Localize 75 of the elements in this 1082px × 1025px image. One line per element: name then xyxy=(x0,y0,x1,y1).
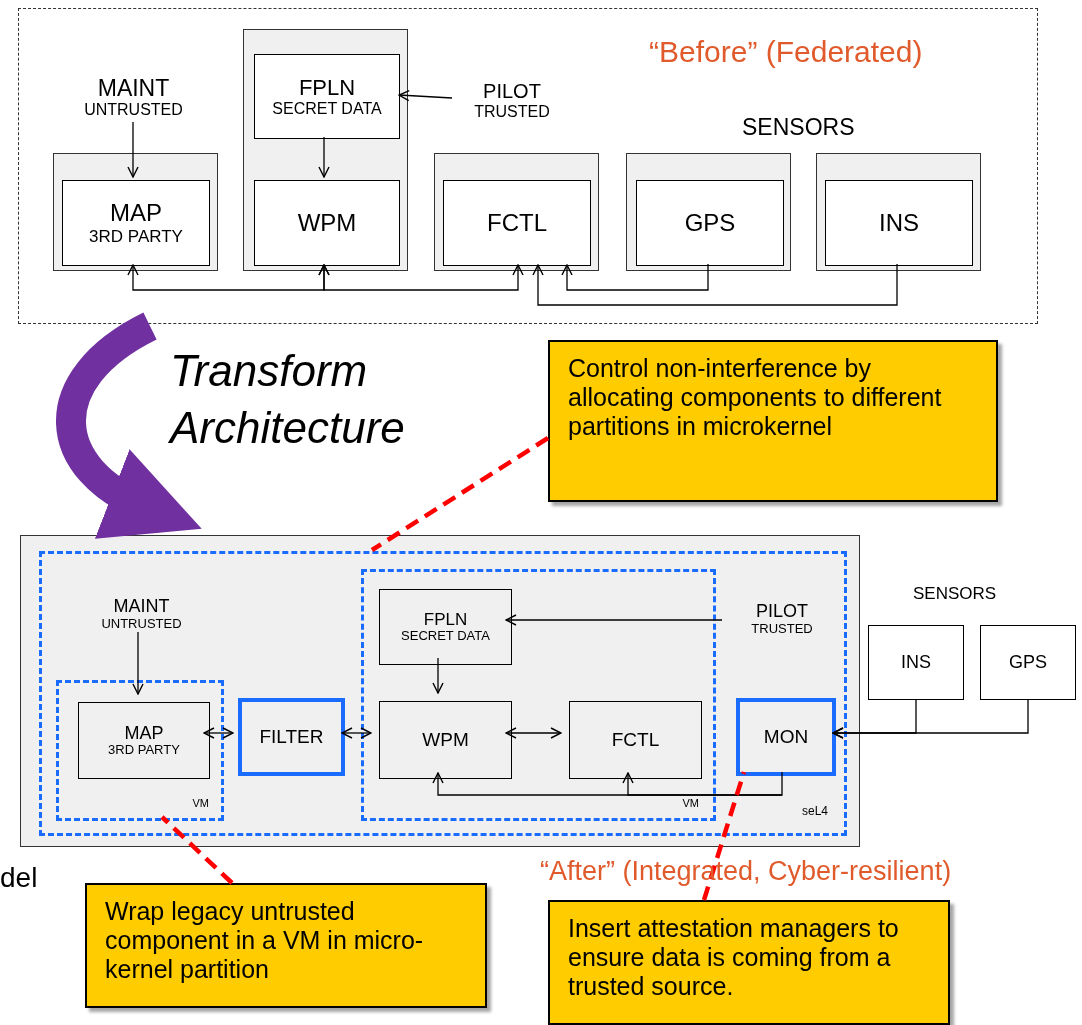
component-box xyxy=(78,702,210,779)
callout-box xyxy=(85,883,487,1008)
component-box xyxy=(569,701,702,779)
arrow xyxy=(622,772,783,796)
role-label: PILOT xyxy=(483,80,541,104)
callout-box xyxy=(548,900,950,1025)
component-label: INS xyxy=(901,652,931,673)
partition-label: VM xyxy=(682,797,699,810)
component-box xyxy=(254,54,400,139)
partition-label: VM xyxy=(192,797,209,810)
callout-text: Control non-interference by allocating components to different partitions in microkernel xyxy=(568,354,943,441)
component-label: 3RD PARTY xyxy=(89,227,183,247)
component-label: FCTL xyxy=(611,729,660,751)
callout-text: Wrap legacy untrusted component in a VM in micro-kernel partition xyxy=(105,897,425,984)
component-box xyxy=(736,698,836,776)
arrow xyxy=(432,657,444,694)
component-box xyxy=(980,625,1076,700)
component-label: FPLN xyxy=(298,74,356,100)
role-label: UNTRUSTED xyxy=(84,101,183,120)
component-box xyxy=(868,625,964,700)
annotation-text: del xyxy=(0,862,38,894)
leader-line xyxy=(160,815,234,885)
role-label: PILOT xyxy=(756,601,808,622)
component-label: FILTER xyxy=(259,726,324,748)
component-box xyxy=(443,180,591,266)
component-label: FPLN xyxy=(423,609,468,630)
edge-label: Transform Architecture xyxy=(170,345,406,455)
component-box xyxy=(62,180,210,266)
callout-text: Insert attestation managers to ensure data is coming from a trusted source. xyxy=(568,914,900,1001)
leader-line xyxy=(370,436,550,552)
enclosure-box xyxy=(626,153,791,271)
component-box xyxy=(379,701,512,779)
component-label: GPS xyxy=(684,209,736,237)
role-label: MAINT xyxy=(113,596,170,617)
arrow xyxy=(127,121,139,178)
role-label: UNTRUSTED xyxy=(101,616,182,632)
component-label: MAP xyxy=(124,722,164,744)
component-label: WPM xyxy=(422,729,469,751)
component-box xyxy=(379,589,512,665)
partition-frame xyxy=(56,680,224,821)
component-label: WPM xyxy=(297,209,357,237)
arrow xyxy=(432,771,783,796)
component-box xyxy=(254,180,400,266)
component-label: MAP xyxy=(110,199,162,227)
enclosure-box xyxy=(243,29,408,271)
component-label: GPS xyxy=(1009,652,1047,673)
section-heading: “Before” (Federated) xyxy=(649,35,923,70)
component-label: MON xyxy=(763,726,809,748)
component-box xyxy=(238,698,345,776)
arrow xyxy=(505,614,723,626)
role-label: TRUSTED xyxy=(474,103,550,122)
enclosure-box xyxy=(53,153,218,271)
arrow xyxy=(398,89,453,102)
component-box xyxy=(825,180,973,266)
arrow xyxy=(132,631,144,695)
partition-label: seL4 xyxy=(801,805,828,819)
double-arrow xyxy=(203,727,234,739)
component-label: FCTL xyxy=(487,209,547,237)
component-label: 3RD PARTY xyxy=(108,743,180,759)
component-label: SECRET DATA xyxy=(272,99,382,119)
component-label: SECRET DATA xyxy=(401,629,490,645)
transform-arrow xyxy=(56,312,201,536)
annotation-text: SENSORS xyxy=(742,114,855,141)
enclosure-box xyxy=(434,153,599,271)
callout-box xyxy=(548,340,998,502)
component-box xyxy=(636,180,784,266)
section-frame xyxy=(18,8,1038,324)
component-label: INS xyxy=(879,209,919,237)
enclosure-box xyxy=(816,153,981,271)
partition-frame xyxy=(361,569,716,821)
role-label: MAINT xyxy=(97,74,170,101)
double-arrow xyxy=(318,264,524,291)
annotation-text: SENSORS xyxy=(913,584,997,604)
double-arrow xyxy=(505,727,562,739)
role-label: TRUSTED xyxy=(751,621,813,637)
